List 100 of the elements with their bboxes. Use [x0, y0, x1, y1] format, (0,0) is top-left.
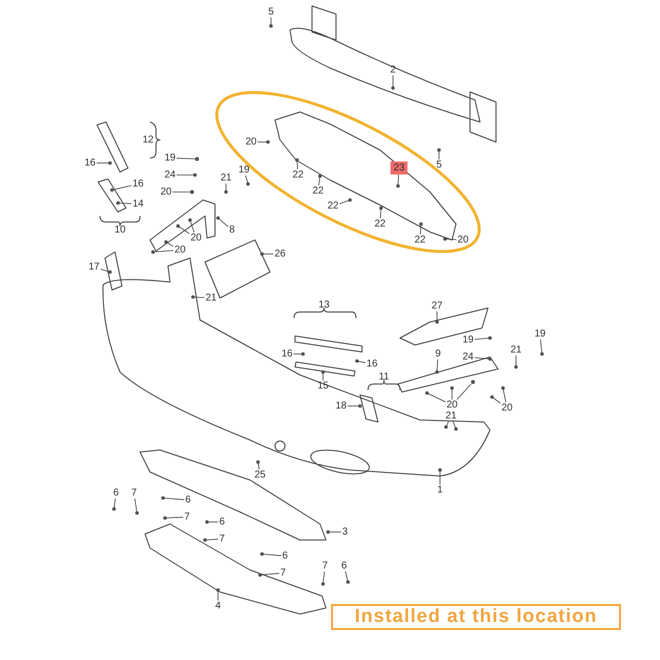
callout-number: 1 — [436, 484, 444, 496]
leader-line — [112, 185, 132, 190]
callout-number: 6 — [340, 560, 348, 572]
fastener-dot — [190, 190, 194, 194]
callout-number: 22 — [373, 218, 387, 230]
leader-line — [190, 220, 195, 233]
leader-line — [426, 392, 446, 402]
leader-line — [540, 339, 542, 354]
leader-line — [492, 396, 501, 404]
callout-number: 12 — [141, 134, 155, 146]
callout-number: 20 — [445, 400, 459, 410]
leader-line — [260, 572, 280, 576]
callout-number: 11 — [378, 372, 390, 382]
fastener-dot — [471, 380, 475, 384]
leader-line — [452, 421, 456, 430]
leader-line — [96, 162, 110, 164]
callout-number: 19 — [163, 152, 177, 164]
callout-number: 16 — [83, 158, 97, 168]
callout-number: 7 — [183, 512, 191, 522]
leader-line — [114, 498, 116, 510]
leader-line — [446, 421, 449, 428]
leader-line — [318, 176, 320, 186]
leader-line — [100, 268, 110, 272]
callout-number: 26 — [273, 248, 287, 260]
leader-line — [474, 357, 490, 360]
callout-number: 7 — [218, 534, 226, 544]
callout-number: 6 — [184, 494, 192, 506]
leader-line — [345, 571, 348, 582]
callout-number: 16 — [131, 178, 145, 190]
callout-number: 21 — [444, 410, 458, 422]
leader-line — [176, 174, 196, 176]
callout-number: 23 — [390, 162, 408, 174]
callout-number: 20 — [173, 244, 187, 256]
callout-number: 22 — [291, 170, 305, 180]
callout-number: 20 — [244, 136, 258, 148]
leader-line — [270, 17, 272, 26]
callout-number: 4 — [214, 600, 222, 612]
leader-line — [152, 250, 174, 252]
leader-line — [436, 359, 438, 372]
leader-line — [444, 238, 457, 240]
leader-line — [204, 538, 219, 540]
leader-line — [192, 296, 205, 298]
leader-line — [134, 498, 138, 514]
callout-number: 3 — [341, 526, 349, 538]
callout-number: 16 — [280, 348, 294, 360]
callout-number: 19 — [237, 164, 251, 176]
callout-number: 27 — [430, 300, 444, 312]
leader-line — [456, 384, 472, 400]
callout-number: 19 — [461, 334, 475, 346]
callout-number: 17 — [87, 262, 101, 272]
callout-number: 24 — [163, 170, 177, 180]
callout-number: 22 — [311, 186, 325, 196]
leader-line — [322, 372, 324, 381]
leader-line — [166, 242, 174, 247]
leader-line — [339, 200, 350, 204]
callout-number: 22 — [326, 200, 340, 212]
callout-number: 7 — [279, 568, 287, 578]
callout-number: 21 — [509, 344, 523, 356]
callout-number: 7 — [321, 560, 329, 572]
leader-line — [162, 498, 185, 500]
leader-line — [258, 462, 260, 470]
callout-number: 24 — [461, 352, 475, 362]
callout-number: 6 — [281, 550, 289, 562]
callout-number: 19 — [533, 328, 547, 340]
leader-line — [436, 311, 438, 322]
callout-number: 18 — [334, 400, 348, 412]
callout-number: 20 — [456, 234, 470, 246]
callout-number: 10 — [113, 224, 127, 236]
leader-line — [474, 338, 490, 340]
leader-line — [380, 208, 382, 219]
callout-number: 8 — [228, 224, 236, 236]
leader-line — [164, 516, 184, 518]
leader-line — [322, 571, 325, 584]
leader-line — [178, 226, 190, 234]
leader-line — [502, 388, 506, 403]
fastener-dot — [195, 157, 199, 161]
leader-line — [296, 160, 298, 170]
callout-number: 15 — [316, 380, 330, 392]
leader-line — [118, 202, 132, 204]
leader-line — [392, 75, 394, 88]
leader-line — [245, 175, 248, 184]
callout-number: 7 — [130, 488, 138, 498]
callout-number: 5 — [435, 160, 443, 170]
callout-number: 13 — [317, 300, 331, 310]
leader-line — [176, 158, 196, 160]
callout-number: 20 — [189, 232, 203, 244]
callout-number: 22 — [413, 234, 427, 246]
leader-line — [438, 150, 440, 160]
callout-number: 14 — [131, 198, 145, 210]
leader-line — [262, 554, 282, 556]
callout-number: 20 — [159, 186, 173, 198]
leader-line — [356, 360, 366, 364]
callout-number: 16 — [365, 358, 379, 370]
leader-line — [420, 224, 422, 235]
callout-number: 25 — [253, 470, 267, 480]
callout-number: 9 — [434, 348, 442, 360]
callout-number: 2 — [389, 64, 397, 76]
callout-number: 20 — [500, 402, 514, 414]
note-box: Installed at this location — [331, 604, 621, 630]
leader-line — [218, 218, 229, 228]
